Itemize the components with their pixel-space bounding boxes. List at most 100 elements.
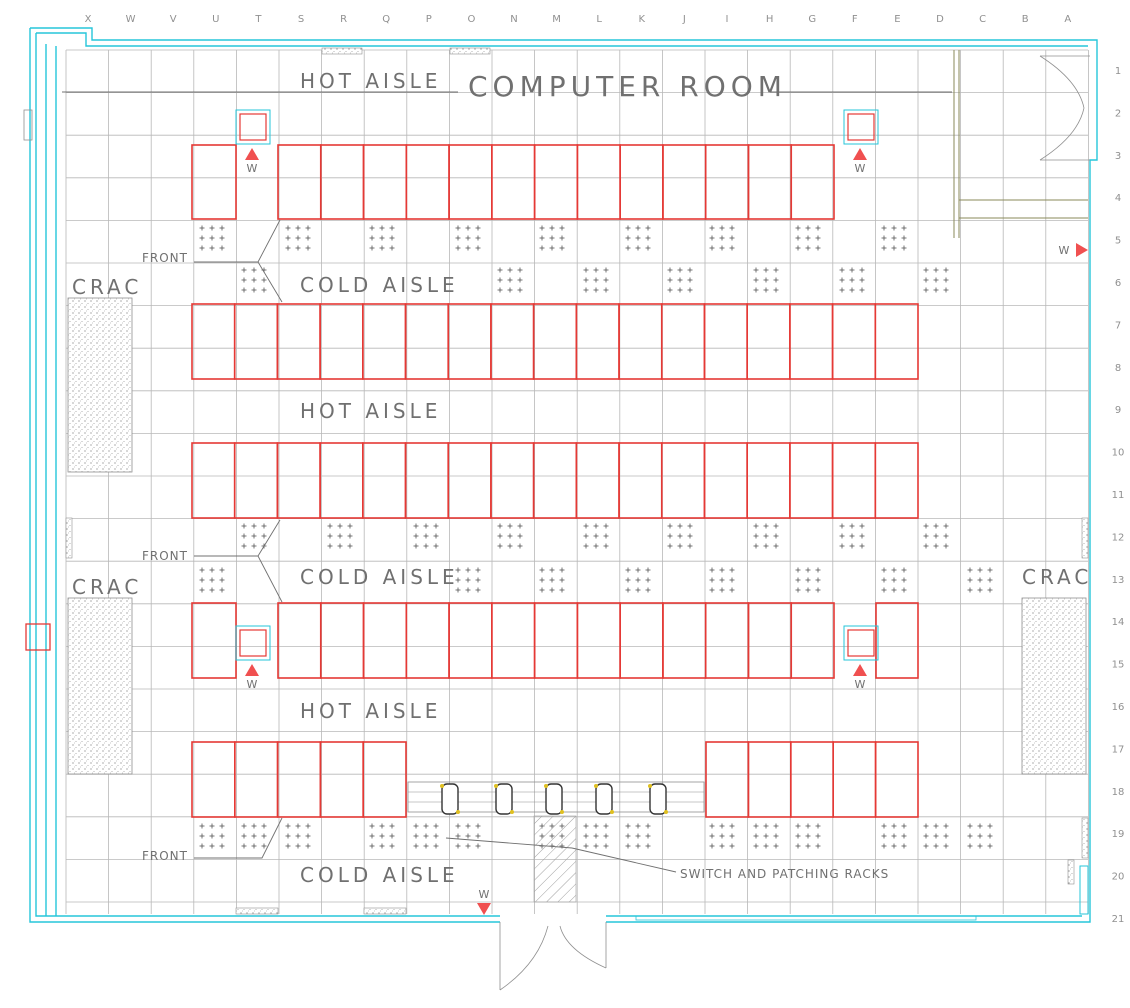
server-rack	[831, 303, 877, 380]
column-ref: N	[510, 14, 517, 25]
server-rack	[362, 602, 408, 679]
server-rack	[319, 442, 364, 519]
server-rack	[319, 144, 365, 220]
server-rack	[362, 144, 408, 220]
column-ref: I	[726, 14, 729, 25]
server-rack	[660, 303, 706, 380]
server-rack	[618, 442, 663, 519]
server-rack	[490, 303, 535, 380]
server-rack	[703, 303, 748, 380]
perforated-tile	[199, 823, 225, 849]
perforated-tile	[967, 823, 993, 849]
perforated-tile	[497, 267, 523, 293]
hot-aisle-label-2: HOT AISLE	[300, 399, 441, 423]
column-ref: J	[682, 14, 686, 25]
server-rack	[832, 741, 877, 818]
perforated-tile	[881, 225, 907, 251]
row-ref: 8	[1115, 363, 1121, 374]
wall-fixtures	[65, 47, 1089, 915]
perforated-tile	[285, 823, 311, 849]
server-rack	[191, 303, 236, 380]
wall-box-bottom-right	[1079, 865, 1089, 915]
perforated-tile	[923, 823, 949, 849]
switch-rack	[440, 783, 460, 815]
server-rack	[575, 303, 620, 380]
column-ref: S	[298, 14, 304, 25]
server-rack	[276, 442, 321, 519]
server-rack	[575, 442, 620, 519]
perforated-tile	[839, 523, 865, 549]
outer-wall	[30, 27, 1098, 923]
server-rack	[532, 303, 578, 380]
perforated-tile	[667, 523, 693, 549]
perforated-tile	[923, 523, 949, 549]
perforated-tiles	[199, 225, 993, 849]
perforated-tile	[413, 523, 439, 549]
perforated-tile	[455, 567, 481, 593]
cold-aisle-label-2: COLD AISLE	[300, 565, 459, 589]
server-rack	[619, 602, 664, 679]
server-rack	[234, 741, 279, 818]
row-ref: 12	[1112, 532, 1125, 543]
server-rack	[874, 442, 919, 519]
perforated-tile	[369, 823, 395, 849]
perforated-tile	[455, 823, 481, 849]
row-ref: 14	[1112, 617, 1125, 628]
switch-rack	[648, 783, 668, 815]
server-rack	[576, 602, 621, 679]
perforated-tile	[497, 523, 523, 549]
row-ref: 15	[1112, 660, 1125, 671]
left-wall-box	[25, 623, 51, 651]
perforated-tile	[795, 567, 821, 593]
door-top-right	[1039, 55, 1090, 161]
server-rack	[447, 303, 492, 380]
column-ref: G	[808, 14, 816, 25]
water-sensor-2	[843, 109, 879, 145]
switch-rack	[494, 783, 514, 815]
server-rack	[533, 602, 579, 679]
server-rack	[191, 144, 237, 220]
server-rack	[747, 741, 792, 818]
server-rack	[789, 303, 834, 380]
cold-aisle-label-3: COLD AISLE	[300, 863, 459, 887]
perforated-tile	[709, 225, 735, 251]
water-sensor-1	[235, 109, 271, 145]
front-label-3: FRONT	[142, 849, 188, 863]
perforated-tile	[199, 567, 225, 593]
server-rack	[319, 602, 365, 679]
perforated-tile	[625, 567, 651, 593]
server-rack	[790, 144, 835, 220]
water-marker: W	[853, 148, 867, 175]
hot-aisle-label-1: HOT AISLE	[300, 69, 441, 93]
perforated-tile	[795, 823, 821, 849]
row-ref: 9	[1115, 405, 1121, 416]
hot-aisle-label-3: HOT AISLE	[300, 699, 441, 723]
server-rack	[875, 602, 919, 679]
server-rack	[447, 442, 492, 519]
server-rack	[362, 741, 407, 818]
column-ref: T	[254, 14, 262, 25]
perforated-tile	[455, 225, 481, 251]
inner-wall	[36, 32, 1088, 47]
crac-label-1: CRAC	[72, 275, 142, 299]
bottom-wall-window	[635, 915, 977, 921]
server-rack	[532, 442, 578, 519]
perforated-tile	[241, 823, 267, 849]
room-walls	[29, 27, 1098, 923]
server-rack	[874, 741, 919, 818]
column-ref: P	[426, 14, 432, 25]
crac-unit-3	[1021, 597, 1087, 775]
server-rack	[533, 144, 579, 220]
water-sensor-4	[843, 625, 879, 661]
perforated-tile	[539, 225, 565, 251]
water-marker-label: W	[1059, 244, 1070, 257]
switch-rack	[594, 783, 614, 815]
door-bottom	[499, 922, 607, 991]
server-rack	[790, 602, 835, 679]
column-ref: L	[596, 14, 602, 25]
server-rack	[831, 442, 877, 519]
perforated-tile	[539, 567, 565, 593]
server-rack	[276, 303, 321, 380]
column-ref: R	[340, 14, 347, 25]
